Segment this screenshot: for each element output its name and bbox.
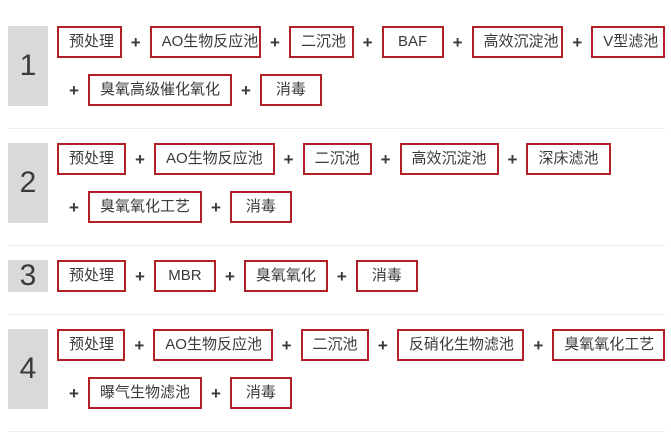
- plus-sign: +: [224, 266, 235, 286]
- plus-sign: +: [240, 80, 251, 100]
- plus-sign: +: [336, 266, 347, 286]
- plus-sign: +: [210, 197, 221, 217]
- process-row-2: 2 预处理 + AO生物反应池 + 二沉池 + 高效沉淀池 + 深床滤池 + 臭氧氧化工艺 + 消毒: [8, 129, 665, 246]
- process-line: + 臭氧高级催化氧化 + 消毒: [57, 74, 665, 106]
- plus-sign: +: [362, 32, 373, 52]
- process-rows: 1 预处理 + AO生物反应池 + 二沉池 + BAF + 高效沉淀池 + V型滤池 + 臭氧高级催化氧化…: [8, 12, 665, 432]
- process-step-box: AO生物反应池: [149, 26, 262, 58]
- plus-sign: +: [572, 32, 583, 52]
- process-step-box: 预处理: [57, 26, 122, 58]
- process-step-box: AO生物反应池: [153, 329, 273, 361]
- process-step-box: MBR: [153, 260, 216, 292]
- row-content: 预处理+AO生物反应池+二沉池+BAF+高效沉淀池+V型滤池+臭氧高级催化氧化+…: [57, 26, 665, 106]
- process-step-box: 高效沉淀池: [471, 26, 564, 58]
- process-step-box: 消毒: [259, 74, 322, 106]
- process-step-box: 消毒: [355, 260, 418, 292]
- plus-sign: +: [69, 383, 79, 403]
- plus-sign: +: [135, 149, 145, 169]
- process-step-box: 臭氧高级催化氧化: [87, 74, 232, 106]
- process-row-4: 4 预处理 + AO生物反应池 + 二沉池 + 反硝化生物滤池 + 臭氧氧化工艺 + 曝气生物滤池 + 消…: [8, 315, 665, 432]
- process-step-box: 曝气生物滤池: [87, 377, 202, 409]
- plus-sign: +: [380, 149, 391, 169]
- process-step-box: 臭氧氧化: [243, 260, 328, 292]
- row-content: 预处理 + MBR + 臭氧氧化 + 消毒: [57, 260, 665, 292]
- plus-sign: +: [69, 197, 79, 217]
- row-number: 4: [8, 329, 48, 409]
- plus-sign: +: [210, 383, 221, 403]
- process-line: 预处理 + AO生物反应池 + 二沉池 + 高效沉淀池 + 深床滤池: [57, 143, 665, 175]
- process-step-box: 预处理: [57, 260, 127, 292]
- process-row-1: 1 预处理 + AO生物反应池 + 二沉池 + BAF + 高效沉淀池 + V型滤池 + 臭氧高级催化氧化…: [8, 12, 665, 129]
- process-step-box: 深床滤池: [526, 143, 611, 175]
- process-step-box: 消毒: [229, 377, 292, 409]
- process-line: 预处理 + AO生物反应池 + 二沉池 + 反硝化生物滤池 + 臭氧氧化工艺: [57, 329, 665, 361]
- plus-sign: +: [452, 32, 463, 52]
- plus-sign: +: [377, 335, 388, 355]
- process-step-box: 二沉池: [302, 143, 372, 175]
- plus-sign: +: [270, 32, 280, 52]
- process-step-box: 臭氧氧化工艺: [87, 191, 202, 223]
- plus-sign: +: [507, 149, 518, 169]
- process-step-box: 反硝化生物滤池: [396, 329, 525, 361]
- plus-sign: +: [283, 149, 294, 169]
- plus-sign: +: [135, 266, 145, 286]
- process-line: + 曝气生物滤池 + 消毒: [57, 377, 665, 409]
- process-step-box: 二沉池: [288, 26, 354, 58]
- plus-sign: +: [533, 335, 544, 355]
- row-content: 预处理 + AO生物反应池 + 二沉池 + 高效沉淀池 + 深床滤池 + 臭氧氧化工艺 + 消毒: [57, 143, 665, 223]
- process-step-box: 消毒: [229, 191, 292, 223]
- plus-sign: +: [69, 80, 79, 100]
- process-step-box: 预处理: [57, 329, 126, 361]
- process-row-3: 3 预处理 + MBR + 臭氧氧化 + 消毒: [8, 246, 665, 315]
- row-number: 1: [8, 26, 48, 106]
- process-line: 预处理 + AO生物反应池 + 二沉池 + BAF + 高效沉淀池 + V型滤池: [57, 26, 665, 58]
- row-number: 3: [8, 260, 48, 292]
- process-line: + 臭氧氧化工艺 + 消毒: [57, 191, 665, 223]
- plus-sign: +: [130, 32, 141, 52]
- process-step-box: 预处理: [57, 143, 127, 175]
- row-number: 2: [8, 143, 48, 223]
- process-step-box: 臭氧氧化工艺: [552, 329, 665, 361]
- process-step-box: BAF: [381, 26, 444, 58]
- process-step-box: 二沉池: [300, 329, 369, 361]
- process-step-box: V型滤池: [591, 26, 665, 58]
- process-step-box: 高效沉淀池: [399, 143, 499, 175]
- row-content: 预处理 + AO生物反应池 + 二沉池 + 反硝化生物滤池 + 臭氧氧化工艺 + 曝气生物滤池 + 消毒: [57, 329, 665, 409]
- plus-sign: +: [134, 335, 145, 355]
- plus-sign: +: [281, 335, 292, 355]
- process-step-box: AO生物反应池: [153, 143, 275, 175]
- process-line: 预处理 + MBR + 臭氧氧化 + 消毒: [57, 260, 665, 292]
